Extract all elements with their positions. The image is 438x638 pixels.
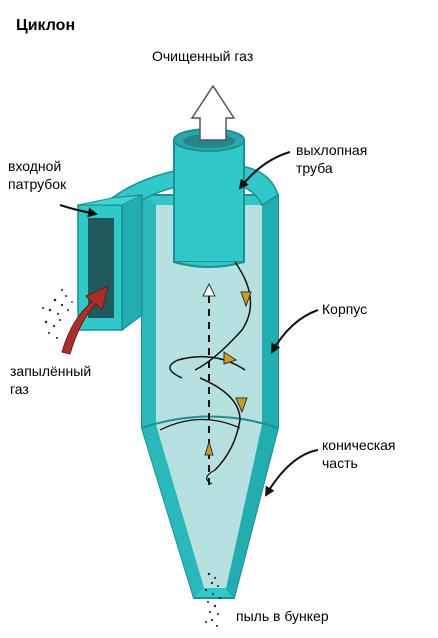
swirl-line-cone [159,418,241,431]
label-body: Корпус [322,301,368,317]
label-inlet-line2: патрубок [8,176,67,192]
label-dusty-gas-line1: запылённый [10,363,92,379]
leader-conical [264,449,319,497]
exhaust-pipe-body [173,139,245,263]
outlet-dust-particles [204,572,222,627]
label-exhaust-pipe-line2: труба [296,160,333,176]
leader-body [271,309,319,354]
label-clean-gas: Очищенный газ [152,48,254,64]
swirl-arrow-2 [223,351,238,365]
leader-inlet [59,204,98,218]
clean-gas-arrow [190,84,236,141]
label-exhaust-pipe-line1: выхлопная [296,142,368,158]
label-dust-out: пыль в бункер [236,608,329,624]
inlet-dust-particles [42,289,73,339]
label-conical-line1: коническая [322,437,396,453]
inlet-box-top [77,194,143,206]
label-inlet-line1: входной [8,158,62,174]
swirl-line-lower [199,377,241,471]
upflow-arrow-mid [204,440,214,456]
swirl-line-upper [194,261,252,371]
shell-side-strip [226,195,278,598]
upflow-arrow-top [202,282,216,297]
dusty-gas-arrow [61,285,109,355]
exhaust-pipe-bottom [173,261,245,268]
swirl-arrow-3 [235,397,248,414]
label-dusty-gas-line2: газ [10,381,29,397]
diagram-title: Циклон [16,17,76,34]
shell-left-wall [142,195,204,598]
label-conical-line2: часть [322,455,358,471]
swirl-line-bottom [206,469,216,485]
leader-exhaust-pipe [238,151,291,190]
cyclone-interior [156,205,262,588]
swirl-arrow-1 [240,291,252,308]
